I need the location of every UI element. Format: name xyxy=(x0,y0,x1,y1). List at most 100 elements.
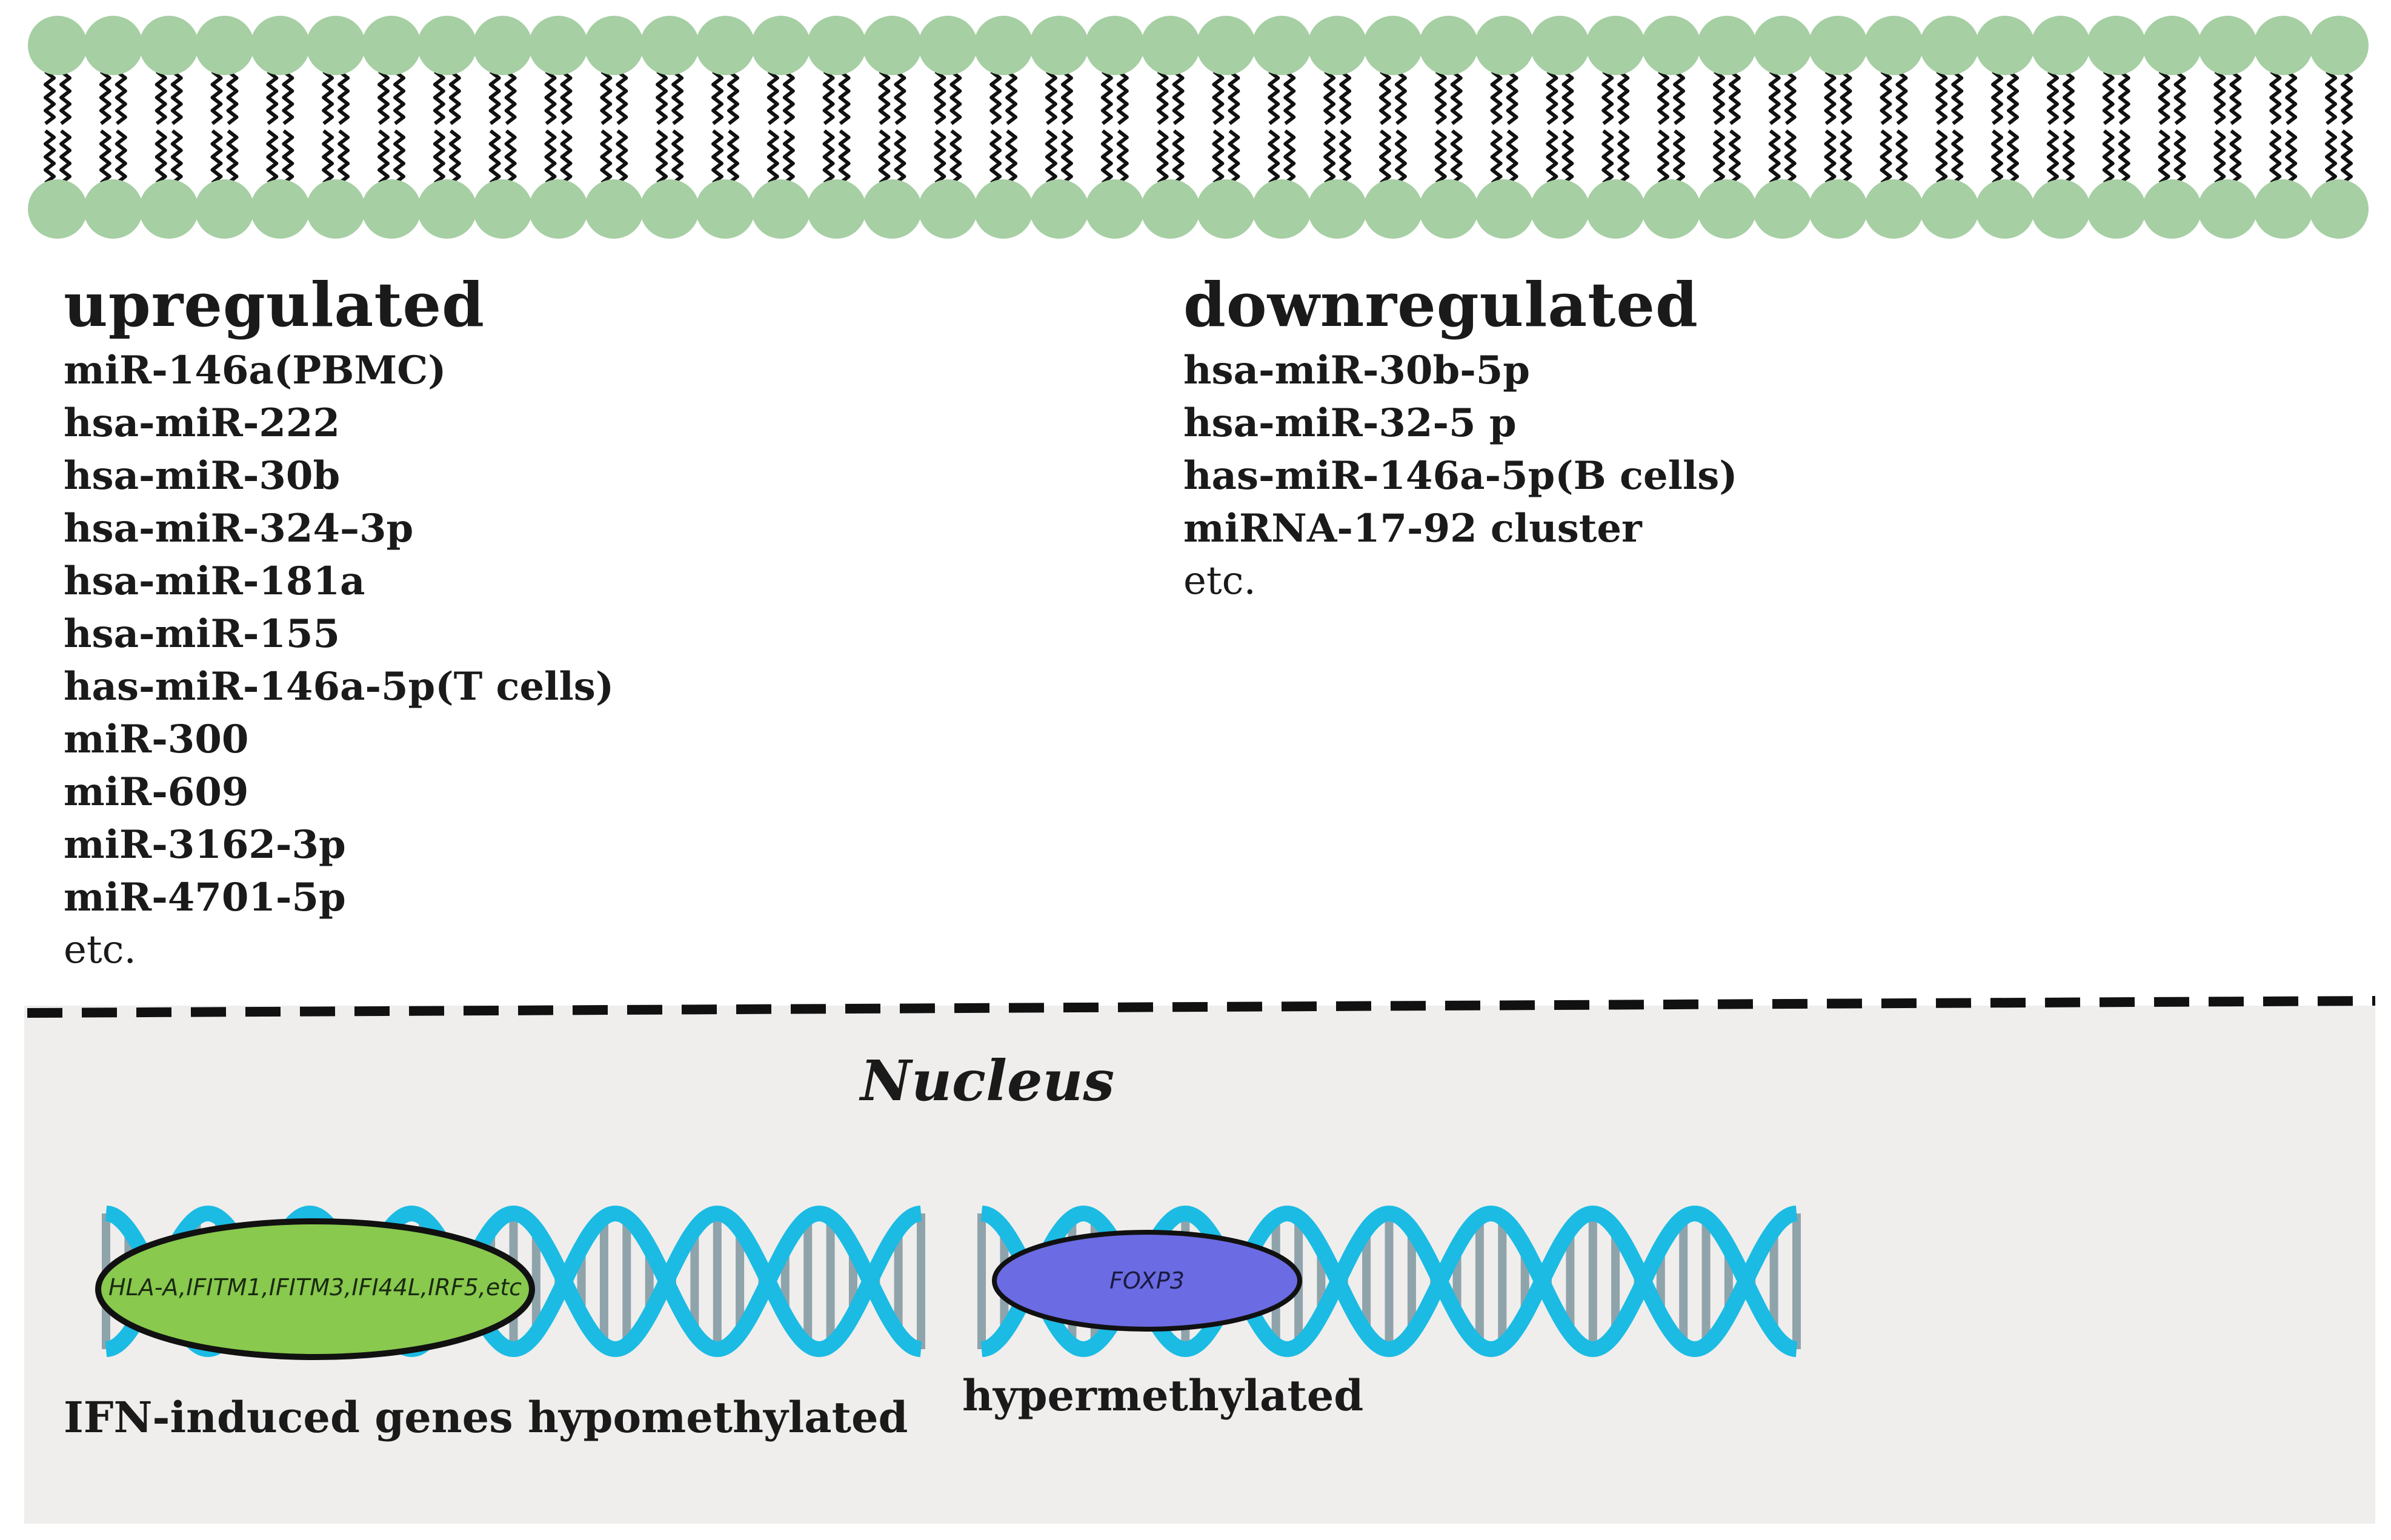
lipid-tail xyxy=(1268,70,1280,125)
lipid-tail xyxy=(2158,129,2170,185)
lipid-tail xyxy=(727,70,739,125)
lipid-tail xyxy=(1657,129,1669,185)
lipid-head xyxy=(1418,16,1478,75)
lipid-tail xyxy=(989,70,1002,125)
lipid-tail xyxy=(266,129,279,185)
lipid-tail xyxy=(1617,129,1630,185)
lipid-tail xyxy=(767,129,779,185)
upregulated-mirna-item: hsa-miR-222 xyxy=(64,400,340,446)
lipid-tail xyxy=(544,129,557,185)
lipid-head xyxy=(640,16,700,75)
lipid-tail xyxy=(949,129,962,185)
lipid-tail xyxy=(504,70,517,125)
lipid-tail xyxy=(894,129,906,185)
lipid-tail xyxy=(616,70,628,125)
lipid-tail xyxy=(1490,129,1503,185)
lipid-head xyxy=(139,16,199,75)
lipid-head xyxy=(2086,179,2146,239)
lipid-tail xyxy=(1546,129,1558,185)
lipid-head xyxy=(528,179,588,239)
lipid-tail xyxy=(155,129,167,185)
lipid-tail xyxy=(1156,129,1169,185)
cell-membrane-bilayer xyxy=(28,16,2369,239)
lipid-tail xyxy=(656,129,668,185)
lipid-tail xyxy=(600,70,613,125)
lipid-tail xyxy=(1228,129,1240,185)
lipid-head xyxy=(28,16,87,75)
lipid-tail xyxy=(1712,70,1725,125)
lipid-tail xyxy=(1378,70,1391,125)
lipid-head xyxy=(1252,16,1312,75)
lipid-head xyxy=(473,179,533,239)
upregulated-mirna-item: miR-146a(PBMC) xyxy=(64,348,447,393)
lipid-head xyxy=(83,16,143,75)
lipid-tail xyxy=(1768,70,1781,125)
lipid-tail xyxy=(1895,70,1908,125)
downregulated-mirna-item: hsa-miR-32-5 p xyxy=(1183,400,1517,446)
lipid-head xyxy=(417,16,477,75)
downregulated-mirna-item: hsa-miR-30b-5p xyxy=(1183,348,1531,393)
lipid-head xyxy=(1196,16,1256,75)
lipid-tail xyxy=(2158,70,2170,125)
lipid-tail xyxy=(656,70,668,125)
lipid-tail xyxy=(1394,129,1407,185)
lipid-tail xyxy=(1283,129,1296,185)
lipid-head xyxy=(1641,16,1701,75)
lipid-head xyxy=(1085,16,1145,75)
lipid-tail xyxy=(1323,70,1336,125)
lipid-tail xyxy=(1784,70,1797,125)
lipid-head xyxy=(306,16,366,75)
lipid-head xyxy=(1530,179,1590,239)
lipid-tail xyxy=(2269,129,2282,185)
lipid-head xyxy=(1140,16,1200,75)
lipid-tail xyxy=(115,129,127,185)
lipid-tail xyxy=(2213,70,2226,125)
lipid-tail xyxy=(488,129,501,185)
lipid-tail xyxy=(1394,70,1407,125)
lipid-head xyxy=(2142,179,2202,239)
lipid-tail xyxy=(1601,70,1614,125)
upregulated-mirna-item: hsa-miR-324–3p xyxy=(64,506,414,551)
lipid-head xyxy=(362,16,421,75)
lipid-tail xyxy=(1268,129,1280,185)
downregulated-etc-label: etc. xyxy=(1183,559,1256,603)
downregulated-heading: downregulated xyxy=(1183,269,1698,340)
lipid-tail xyxy=(989,129,1002,185)
lipid-head xyxy=(918,16,978,75)
lipid-tail xyxy=(2102,129,2115,185)
lipid-tail xyxy=(377,70,390,125)
lipid-tail xyxy=(99,70,111,125)
lipid-tail xyxy=(1116,70,1129,125)
lipid-head xyxy=(195,179,254,239)
lipid-tail xyxy=(1824,129,1837,185)
hypomethylated-gene-label: HLA-A,IFITM1,IFITM3,IFI44L,IRF5,etc xyxy=(108,1274,522,1301)
lipid-tail xyxy=(1991,70,2003,125)
upregulated-mirna-item: miR-609 xyxy=(64,769,249,815)
lipid-tail xyxy=(838,129,851,185)
lipid-head xyxy=(584,16,644,75)
lipid-head xyxy=(2253,179,2313,239)
lipid-head xyxy=(1697,179,1757,239)
lipid-tail xyxy=(1840,70,1852,125)
lipid-tail xyxy=(878,70,891,125)
lipid-tail xyxy=(170,129,183,185)
lipid-tail xyxy=(1005,70,1018,125)
lipid-tail xyxy=(1100,70,1113,125)
lipid-tail xyxy=(1172,70,1185,125)
lipid-head xyxy=(2198,16,2258,75)
lipid-tail xyxy=(2285,129,2298,185)
upregulated-mirna-item: miR-4701-5p xyxy=(64,875,346,920)
lipid-tail xyxy=(1784,129,1797,185)
lipid-tail xyxy=(1880,129,1892,185)
lipid-head xyxy=(1418,179,1478,239)
lipid-tail xyxy=(170,70,183,125)
lipid-tail xyxy=(1895,129,1908,185)
lipid-tail xyxy=(767,70,779,125)
lipid-tail xyxy=(2118,129,2130,185)
lipid-tail xyxy=(616,129,628,185)
lipid-head xyxy=(1752,179,1812,239)
upregulated-mirna-item: hsa-miR-155 xyxy=(64,611,340,657)
lipid-tail xyxy=(782,70,795,125)
